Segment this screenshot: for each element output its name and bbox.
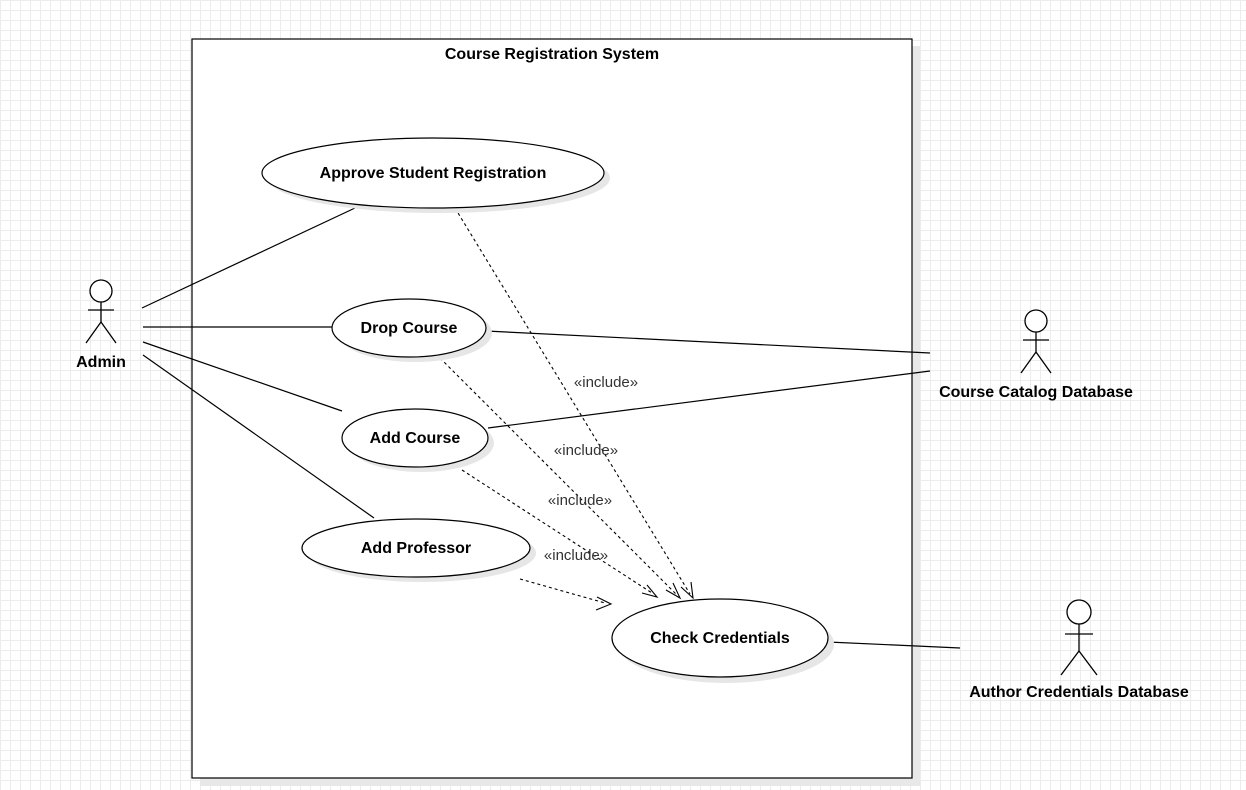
assoc-check-author[interactable] [827, 641, 961, 649]
use-case-check-credentials-shape [611, 598, 829, 678]
include-approve-check-arrowhead [680, 581, 694, 600]
use-case-check-credentials-label: Check Credentials [650, 630, 790, 647]
include-add-professor-check-arrowhead [595, 596, 613, 611]
assoc-admin-add-professor[interactable] [142, 354, 375, 519]
use-case-add-professor[interactable]: Add Professor [301, 518, 536, 582]
use-case-drop-course[interactable]: Drop Course [331, 298, 492, 362]
use-case-approve-registration[interactable]: Approve Student Registration [261, 137, 610, 213]
actor-course-catalog[interactable]: Course Catalog Database [939, 309, 1133, 401]
assoc-admin-add-course[interactable] [142, 341, 343, 412]
assoc-drop-catalog[interactable] [485, 330, 931, 354]
include-add-course-check-arrowhead [641, 584, 659, 598]
use-case-add-course-label: Add Course [370, 430, 461, 447]
actor-course-catalog-left-leg [1020, 351, 1037, 374]
include-label-approve: «include» [574, 374, 638, 391]
include-drop-check-arrowhead [665, 582, 682, 600]
actor-course-catalog-label: Course Catalog Database [939, 384, 1133, 401]
assoc-add-course-catalog[interactable] [487, 370, 931, 429]
actor-course-catalog-head [1024, 309, 1048, 333]
actor-admin-label: Admin [76, 354, 126, 371]
actor-author-credentials-head [1066, 599, 1092, 625]
include-drop-check[interactable] [439, 357, 677, 595]
actor-course-catalog-right-leg [1035, 351, 1052, 374]
use-case-check-credentials[interactable]: Check Credentials [611, 598, 834, 683]
actor-author-credentials[interactable]: Author Credentials Database [969, 599, 1189, 701]
include-label-add-professor: «include» [544, 547, 608, 564]
use-case-add-professor-label: Add Professor [361, 540, 471, 557]
actor-admin-right-leg [100, 321, 117, 344]
actor-author-credentials-label: Author Credentials Database [969, 684, 1189, 701]
actor-author-credentials-right-leg [1078, 650, 1098, 676]
use-case-approve-registration-label: Approve Student Registration [320, 165, 547, 182]
actor-admin[interactable]: Admin [76, 279, 126, 371]
include-label-add-course: «include» [548, 492, 612, 509]
include-add-professor-check[interactable] [519, 578, 606, 604]
include-add-course-check[interactable] [461, 469, 653, 594]
actor-admin-head [89, 279, 113, 303]
actor-author-credentials-left-leg [1060, 650, 1080, 676]
use-case-add-course-shape [341, 408, 489, 468]
use-case-add-course[interactable]: Add Course [341, 408, 494, 472]
actor-admin-left-leg [85, 321, 102, 344]
use-case-add-professor-shape [301, 518, 531, 578]
use-case-drop-course-shape [331, 298, 487, 358]
assoc-admin-approve[interactable] [141, 207, 356, 309]
use-case-drop-course-label: Drop Course [361, 320, 458, 337]
system-title: Course Registration System [445, 46, 659, 63]
include-label-drop: «include» [554, 442, 618, 459]
use-case-approve-registration-shape [261, 137, 605, 209]
